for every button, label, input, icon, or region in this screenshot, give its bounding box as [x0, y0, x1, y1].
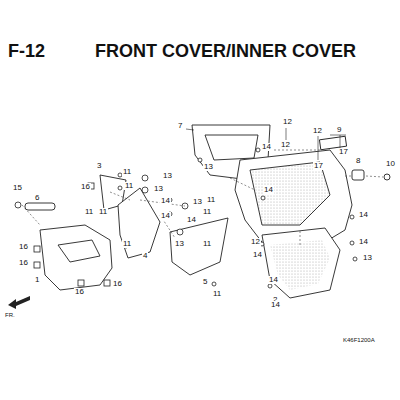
callout-number: 12 — [312, 127, 323, 135]
side-panel — [170, 218, 228, 275]
callout-number: 15 — [12, 184, 23, 192]
callout-number: 14 — [270, 301, 281, 309]
callout-number: 11 — [206, 196, 216, 204]
callout-number: 11 — [212, 290, 222, 298]
callout-number: 13 — [174, 240, 185, 248]
callout-number: 5 — [202, 278, 208, 286]
callout-number: 14 — [160, 197, 171, 205]
callout-number: 16 — [112, 280, 123, 288]
callout-number: 6 — [34, 194, 40, 202]
screw — [384, 174, 390, 180]
callout-number: 13 — [192, 198, 203, 206]
callout-number: 14 — [160, 212, 171, 220]
callout-number: 14 — [261, 143, 272, 151]
callout-number: 12 — [280, 141, 291, 149]
callout-number: 11 — [202, 240, 212, 248]
callout-number: 11 — [122, 240, 132, 248]
callout-number: 14 — [252, 251, 263, 259]
callout-number: 14 — [263, 186, 274, 194]
callout-number: 16 — [80, 183, 91, 191]
callout-number: 11 — [98, 208, 108, 216]
callout-number: 4 — [142, 252, 148, 260]
drawing-code: K46F1200A — [342, 337, 376, 343]
diagram-title: FRONT COVER/INNER COVER — [95, 42, 356, 60]
callout-number: 14 — [358, 211, 369, 219]
lower-cover — [262, 228, 340, 298]
callout-number: 13 — [153, 185, 164, 193]
callout-number: 3 — [96, 162, 102, 170]
callout-number: 12 — [250, 238, 261, 246]
callout-number: 13 — [203, 163, 214, 171]
figure-code: F-12 — [8, 42, 45, 60]
callout-number: 13 — [162, 172, 173, 180]
callout-number: 16 — [18, 243, 29, 251]
callout-number: 7 — [177, 122, 183, 130]
callout-number: 13 — [362, 254, 373, 262]
callout-number: 8 — [355, 157, 361, 165]
callout-number: 16 — [18, 259, 29, 267]
callout-number: 11 — [202, 208, 212, 216]
callout-number: 12 — [282, 118, 293, 126]
front-mark: FR. — [4, 312, 16, 318]
callout-number: 11 — [84, 208, 94, 216]
callout-number: 16 — [74, 288, 85, 296]
callout-number: 11 — [122, 168, 132, 176]
callout-number: 10 — [385, 160, 396, 168]
front-arrow — [8, 296, 30, 309]
cap — [352, 170, 364, 180]
emblem — [25, 203, 55, 210]
callout-number: 14 — [268, 276, 279, 284]
callout-number: 1 — [34, 276, 40, 284]
callout-number: 9 — [336, 126, 342, 134]
front-cover — [40, 225, 112, 290]
callout-number: 17 — [338, 148, 349, 156]
callout-number: 14 — [358, 238, 369, 246]
callout-number: 11 — [124, 182, 134, 190]
callout-number: 17 — [313, 162, 324, 170]
inner-frame — [118, 188, 160, 258]
callout-number: 14 — [186, 216, 197, 224]
